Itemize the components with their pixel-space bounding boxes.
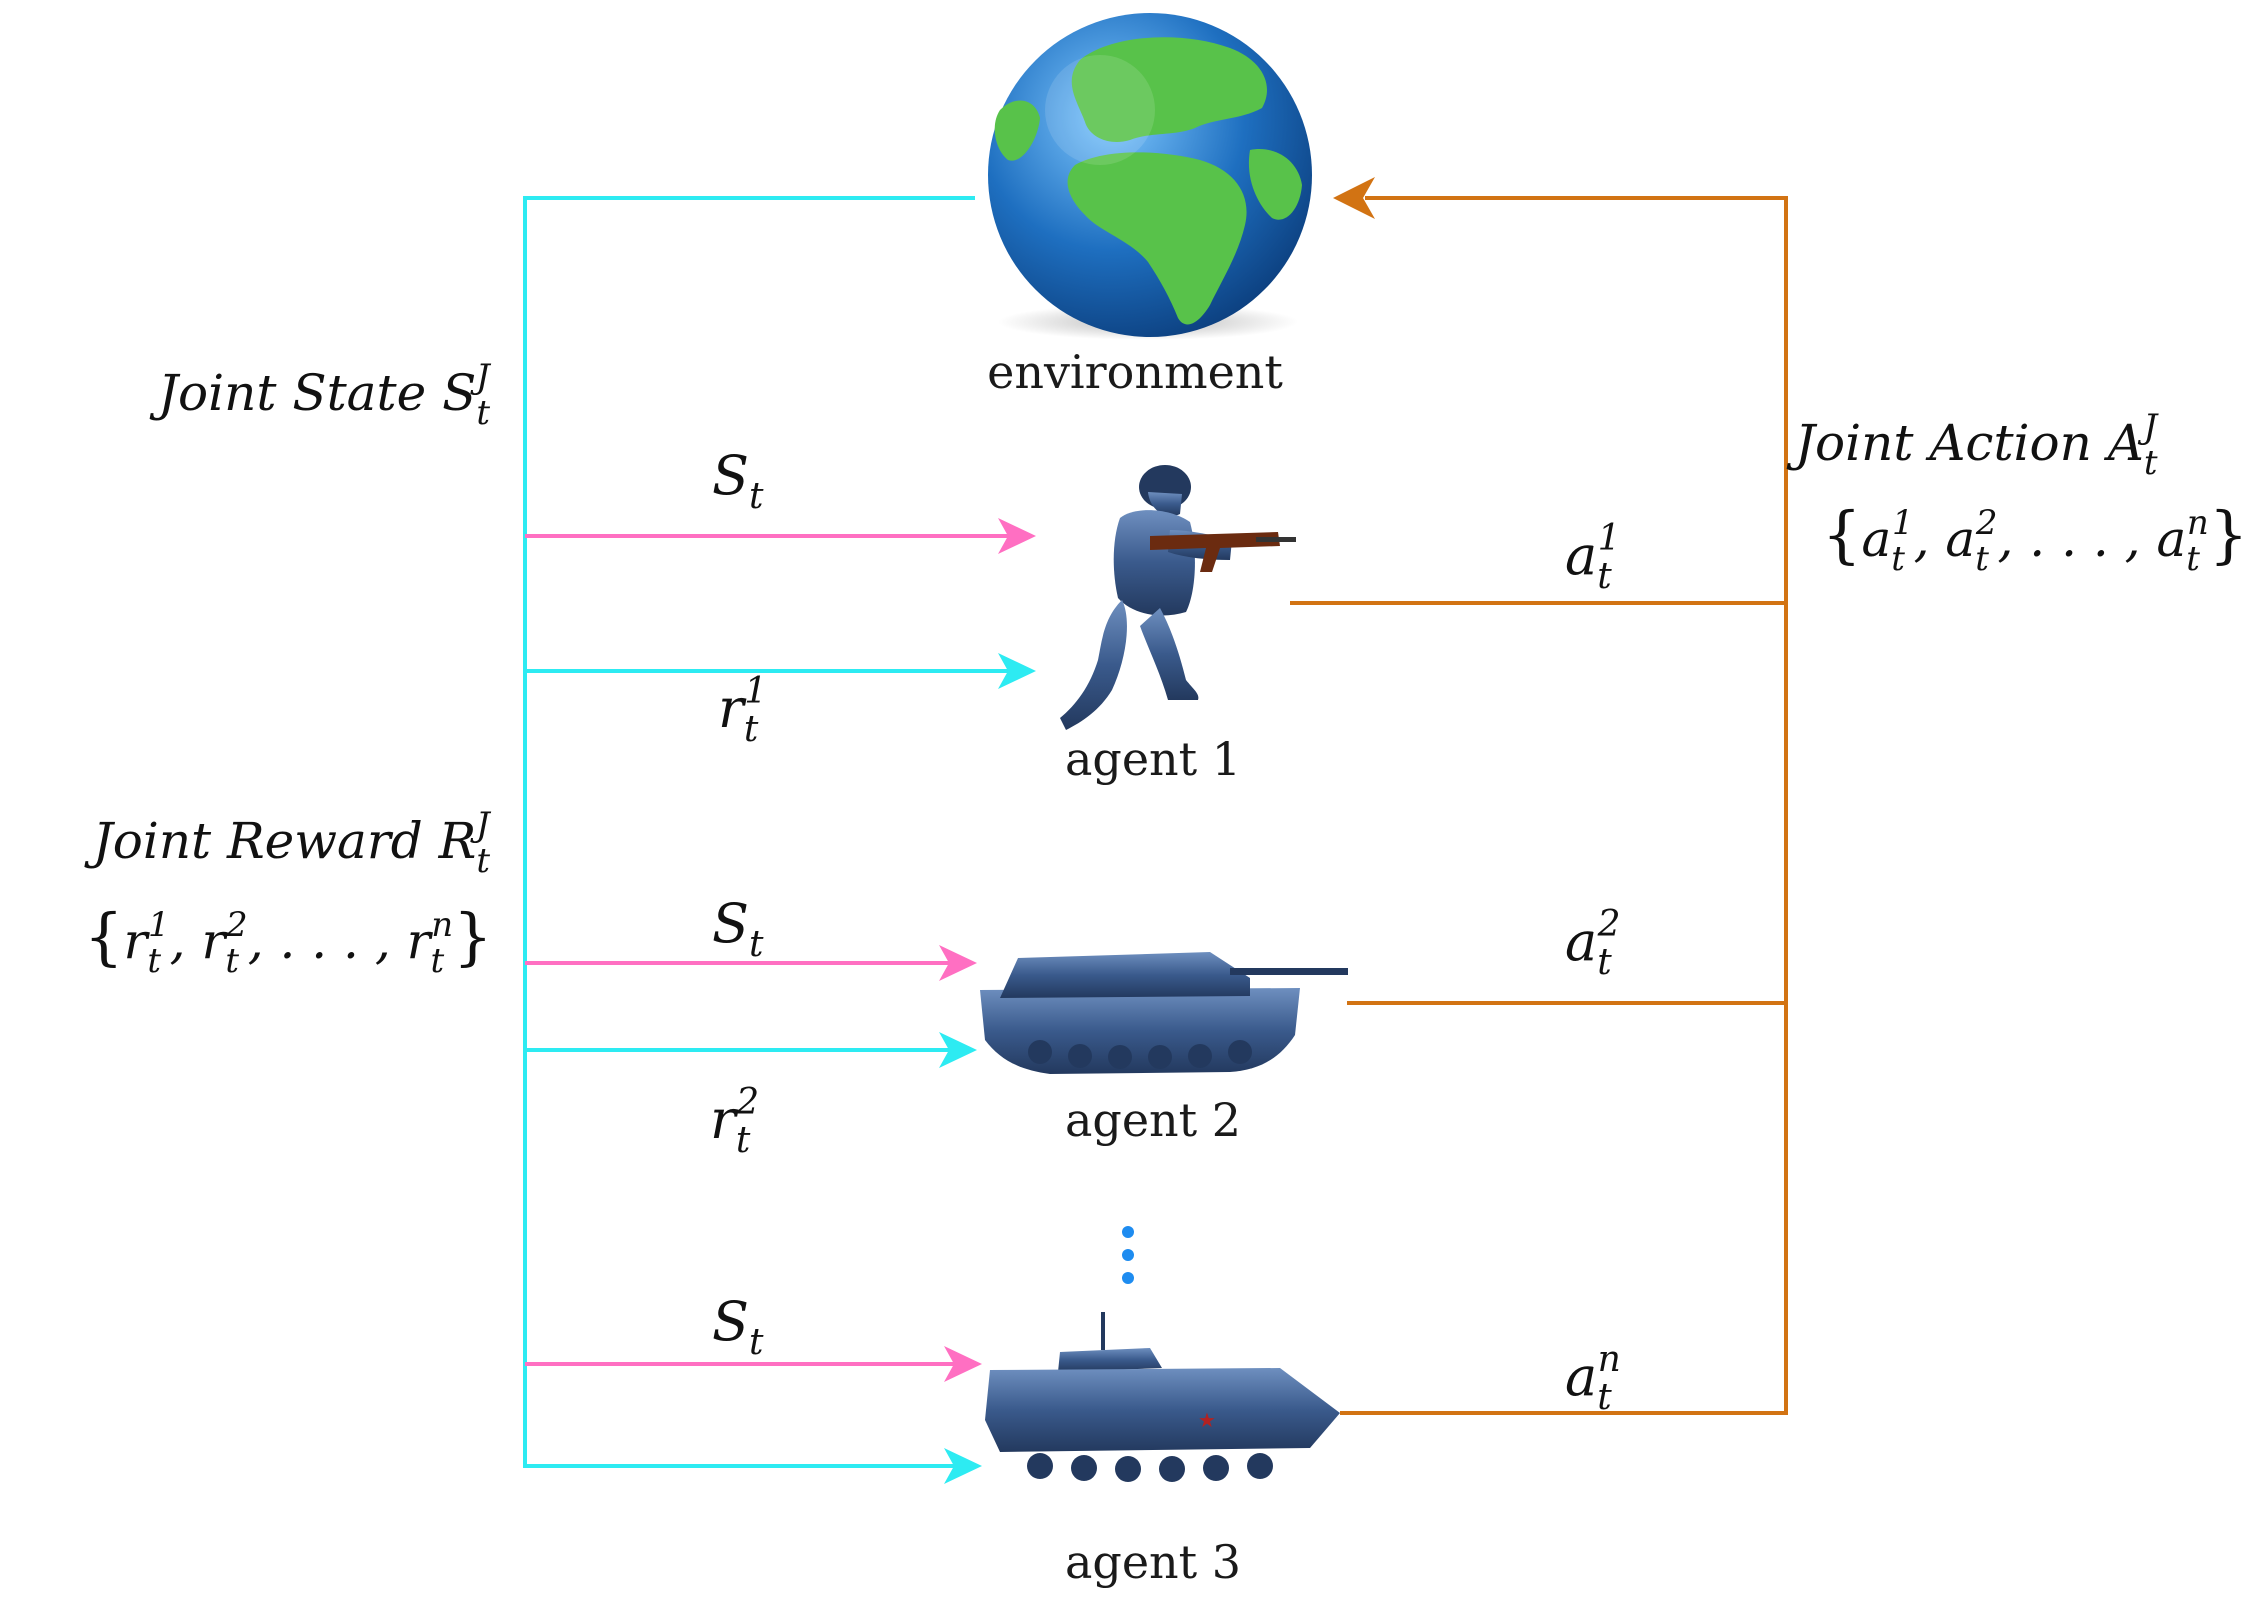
state-bus bbox=[523, 196, 1010, 1468]
globe-icon bbox=[988, 13, 1312, 340]
soldier-icon bbox=[1060, 465, 1296, 730]
joint-action-label: Joint Action AtJ bbox=[1786, 407, 2160, 483]
state-trunk-line bbox=[523, 196, 975, 1468]
arrowhead-state-agent-1 bbox=[998, 518, 1036, 554]
arrowheads bbox=[939, 177, 1375, 1484]
agent-3-label: agent 3 bbox=[1065, 1535, 1241, 1589]
tank-gun bbox=[1230, 968, 1348, 975]
action-trunk-line bbox=[1340, 196, 1788, 1415]
soldier-head bbox=[1148, 492, 1182, 516]
globe-land-europe bbox=[1071, 37, 1267, 142]
arrowhead-state-agent-3 bbox=[944, 1346, 982, 1382]
soldier-torso bbox=[1113, 510, 1195, 616]
vehicle-turret bbox=[1058, 1348, 1162, 1372]
more-agents-dots bbox=[1122, 1226, 1134, 1284]
globe-land-americas bbox=[994, 100, 1040, 161]
state-label-agent-1: St bbox=[712, 444, 764, 517]
joint-action-set: {at1, at2, . . . , atn} bbox=[1822, 498, 2248, 579]
tank-wheels bbox=[1028, 1040, 1252, 1069]
state-label-agent-2: St bbox=[712, 892, 764, 965]
arrowhead-reward-agent-1 bbox=[998, 653, 1036, 689]
action-label-agent-2: at2 bbox=[1565, 904, 1621, 983]
reward-label-agent-1: rt1 bbox=[718, 671, 767, 750]
arrowhead-reward-agent-3 bbox=[944, 1448, 982, 1484]
agent-2-label: agent 2 bbox=[1065, 1093, 1241, 1147]
arrowhead-state-agent-2 bbox=[939, 945, 977, 981]
star-emblem: ★ bbox=[1198, 1408, 1216, 1432]
rifle bbox=[1150, 532, 1280, 572]
action-bus bbox=[1290, 196, 1788, 1415]
armored-vehicle-icon: ★ bbox=[985, 1312, 1340, 1482]
environment-label: environment bbox=[987, 345, 1283, 399]
vehicle-wheels bbox=[1027, 1453, 1273, 1482]
soldier-leg-left bbox=[1060, 600, 1127, 730]
globe-highlight bbox=[1045, 55, 1155, 165]
joint-state-label: Joint State StJ bbox=[149, 357, 492, 433]
joint-reward-label: Joint Reward RtJ bbox=[84, 805, 492, 881]
vehicle-antenna bbox=[1101, 1312, 1105, 1350]
globe-land-arabia bbox=[1248, 149, 1302, 220]
tank-icon bbox=[980, 952, 1348, 1074]
vehicle-hull bbox=[985, 1368, 1340, 1452]
reward-label-agent-2: rt2 bbox=[710, 1082, 759, 1161]
joint-reward-set: {rt1, rt2, . . . , rtn} bbox=[84, 900, 493, 981]
soldier-leg-right bbox=[1140, 608, 1199, 700]
arrowhead-reward-agent-2 bbox=[939, 1032, 977, 1068]
agent-1-label: agent 1 bbox=[1065, 732, 1241, 786]
action-label-agent-3: atn bbox=[1565, 1339, 1621, 1418]
action-label-agent-1: at1 bbox=[1565, 518, 1621, 597]
tank-hull bbox=[980, 988, 1300, 1074]
rifle-barrel bbox=[1256, 537, 1296, 542]
tank-turret bbox=[1000, 952, 1250, 998]
globe-land-africa bbox=[1067, 152, 1247, 325]
state-label-agent-3: St bbox=[712, 1290, 764, 1363]
arrowhead-action-environment bbox=[1333, 177, 1375, 219]
